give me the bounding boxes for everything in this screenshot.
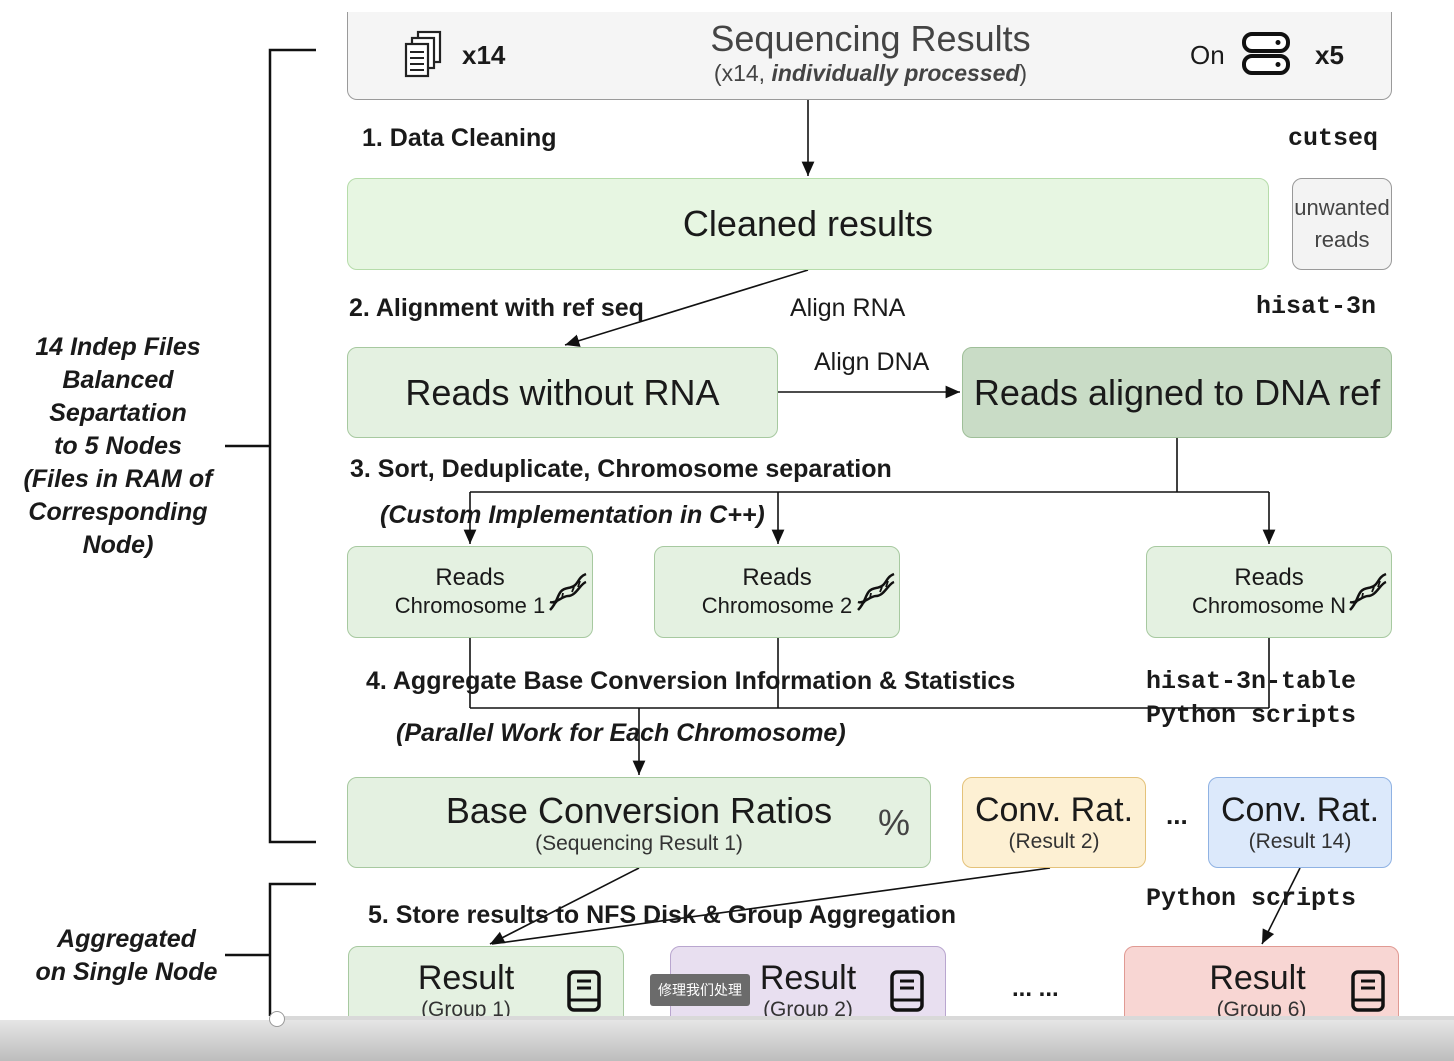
book-icon (567, 970, 601, 1012)
step-4-tool-1: hisat-3n-table (1146, 667, 1357, 696)
step-1-tool: cutseq (1288, 124, 1379, 153)
reads-without-rna-box: Reads without RNA (347, 347, 778, 438)
conv2-title: Conv. Rat. (974, 791, 1134, 829)
unwanted-label: unwanted (1294, 195, 1390, 220)
server-icon (1242, 32, 1290, 75)
files-count: x14 (462, 40, 506, 70)
upper-side-line-4: to 5 Nodes (54, 432, 182, 460)
cleaned-results-box: Cleaned results (347, 178, 1269, 270)
reads-label: reads (1314, 227, 1370, 252)
sequencing-results-box: Sequencing Results (x14, individually pr… (347, 12, 1392, 100)
step-2-tool: hisat-3n (1256, 292, 1377, 321)
step-3-note: (Custom Implementation in C++) (380, 501, 765, 529)
lower-side-label: Aggregated on Single Node (14, 923, 239, 989)
align-dna-label: Align DNA (814, 348, 930, 376)
progress-bar[interactable] (0, 1016, 1454, 1020)
chr2-chromosome-label: Chromosome 2 (701, 593, 853, 619)
chr1-chromosome-label: Chromosome 1 (394, 593, 546, 619)
align-rna-label: Align RNA (790, 294, 906, 322)
upper-bracket (268, 48, 316, 844)
reads-aligned-dna-label: Reads aligned to DNA ref (973, 371, 1381, 413)
step-4-note: (Parallel Work for Each Chromosome) (396, 719, 846, 747)
percent-icon: % (878, 802, 911, 843)
chromosome-2-box: Reads Chromosome 2 (654, 546, 900, 638)
upper-side-line-3: Separtation (49, 399, 187, 427)
dna-icon (549, 572, 587, 611)
lower-bracket (268, 882, 316, 1020)
chr1-reads-label: Reads (435, 564, 505, 592)
stacked-files-icon (404, 30, 442, 78)
step-4-label: 4. Aggregate Base Conversion Information… (366, 667, 1016, 695)
res1-subtitle: (Group 1) (421, 998, 511, 1021)
upper-side-line-2: Balanced (62, 366, 174, 394)
cleaned-results-label: Cleaned results (682, 203, 934, 245)
dna-icon (1349, 572, 1387, 611)
upper-side-line-5: (Files in RAM of (23, 465, 213, 493)
upper-side-line-7: Node) (82, 531, 154, 559)
chromosome-1-box: Reads Chromosome 1 (347, 546, 593, 638)
upper-side-line-1: 14 Indep Files (35, 333, 201, 361)
lower-side-line-2: on Single Node (35, 958, 218, 986)
conv-ellipsis: ... (1166, 800, 1188, 830)
chrn-chromosome-label: Chromosome N (1191, 593, 1347, 619)
conv-ratio-result-14-box: Conv. Rat. (Result 14) (1208, 777, 1392, 868)
nodes-count: x5 (1315, 40, 1344, 70)
conv14-title: Conv. Rat. (1220, 791, 1380, 829)
conv-ratio-result-2-box: Conv. Rat. (Result 2) (962, 777, 1146, 868)
player-control-bar (0, 1018, 1454, 1061)
bcr-subtitle: (Sequencing Result 1) (535, 831, 743, 855)
step-1-label: 1. Data Cleaning (362, 124, 557, 152)
res6-subtitle: (Group 6) (1216, 998, 1307, 1021)
sequencing-results-subtitle: (x14, individually processed) (713, 60, 1028, 86)
step-5-tool: Python scripts (1146, 884, 1357, 913)
res2-title: Result (759, 959, 857, 997)
results-ellipsis: ... ... (1012, 975, 1059, 1002)
tooltip: 修理我们处理 (650, 974, 750, 1006)
chr2-reads-label: Reads (742, 564, 812, 592)
upper-side-line-6: Corresponding (28, 498, 208, 526)
lower-side-line-1: Aggregated (57, 925, 196, 953)
step-2-label: 2. Alignment with ref seq (349, 294, 644, 322)
on-label: On (1190, 40, 1225, 70)
step-5-label: 5. Store results to NFS Disk & Group Agg… (368, 901, 957, 929)
conv14-subtitle: (Result 14) (1248, 830, 1352, 853)
bcr-title: Base Conversion Ratios (445, 789, 833, 831)
dna-icon (857, 572, 895, 611)
chrn-reads-label: Reads (1234, 564, 1304, 592)
unwanted-reads-box: unwanted reads (1292, 178, 1392, 270)
reads-without-rna-label: Reads without RNA (405, 371, 720, 413)
book-icon (890, 970, 924, 1012)
res1-title: Result (417, 959, 515, 997)
base-conversion-ratios-box: Base Conversion Ratios (Sequencing Resul… (347, 777, 931, 868)
progress-fill (0, 1016, 277, 1020)
reads-aligned-dna-box: Reads aligned to DNA ref (962, 347, 1392, 438)
conv2-subtitle: (Result 2) (1008, 830, 1100, 853)
upper-side-label: 14 Indep Files Balanced Separtation to 5… (8, 331, 228, 562)
res6-title: Result (1209, 959, 1306, 997)
step-3-label: 3. Sort, Deduplicate, Chromosome separat… (350, 455, 892, 483)
book-icon (1351, 970, 1385, 1012)
res2-subtitle: (Group 2) (763, 998, 853, 1021)
step-4-tool-2: Python scripts (1146, 701, 1357, 730)
chromosome-n-box: Reads Chromosome N (1146, 546, 1392, 638)
sequencing-results-title: Sequencing Results (710, 18, 1031, 59)
progress-handle[interactable] (269, 1011, 286, 1027)
